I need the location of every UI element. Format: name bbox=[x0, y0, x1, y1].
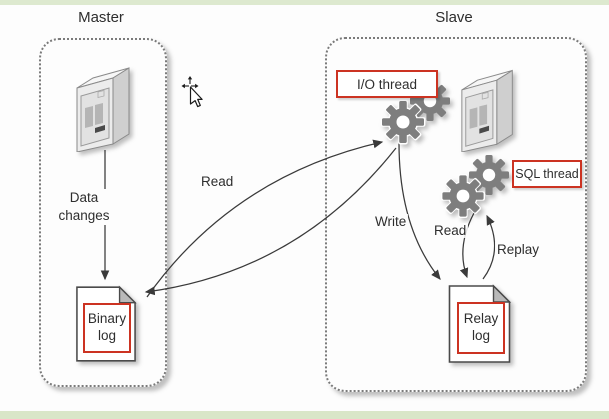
bottom-frame-strip bbox=[0, 411, 609, 419]
sql-thread-label: SQL thread bbox=[512, 160, 582, 188]
master-server-icon bbox=[76, 67, 130, 152]
slave-title: Slave bbox=[435, 9, 473, 26]
read-slave-label: Read bbox=[432, 223, 469, 238]
sql-thread-gears-icon bbox=[441, 155, 509, 218]
io-thread-label: I/O thread bbox=[336, 70, 438, 98]
relay-log-label: Relay log bbox=[457, 302, 505, 354]
data-changes-label: Data changes bbox=[56, 189, 112, 226]
replay-label: Replay bbox=[495, 242, 542, 257]
top-frame-strip bbox=[0, 0, 609, 5]
master-title: Master bbox=[78, 9, 124, 26]
binary-log-label: Binary log bbox=[83, 303, 131, 353]
move-cursor-icon bbox=[181, 76, 203, 108]
read-master-label: Read bbox=[199, 174, 236, 189]
slave-server-icon bbox=[461, 69, 513, 152]
write-label: Write bbox=[373, 214, 409, 229]
